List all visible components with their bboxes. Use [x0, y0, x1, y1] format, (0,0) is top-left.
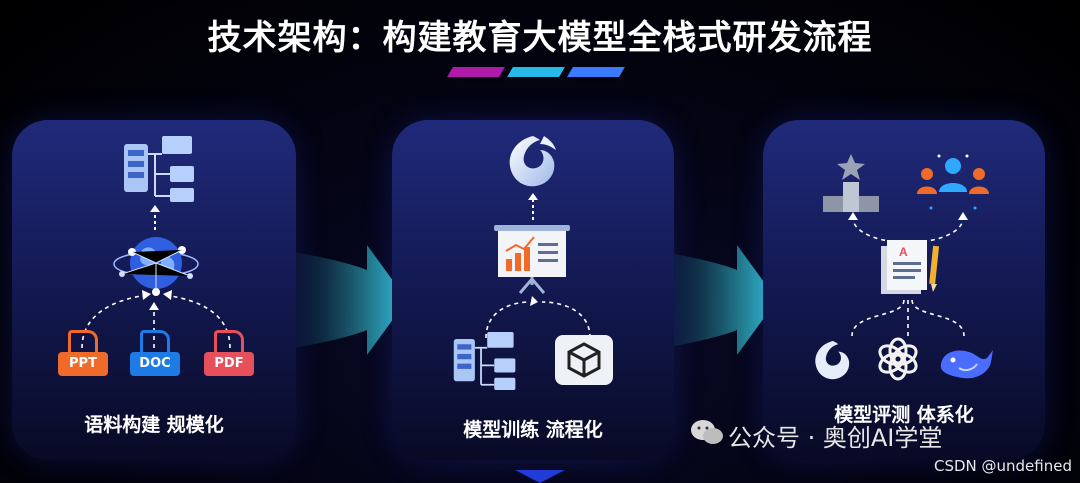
- slide-title: 技术架构：构建教育大模型全栈式研发流程: [207, 18, 873, 58]
- ppt-file-icon: PPT: [58, 330, 108, 382]
- title-accent-bar-blue: [567, 67, 625, 77]
- folder-tree-icon: [124, 136, 194, 202]
- presentation-chart-icon: [494, 225, 570, 294]
- documents-pencil-icon: A: [881, 240, 940, 294]
- whale-icon: [940, 350, 993, 379]
- dashed-arrow-up: [528, 193, 538, 220]
- csdn-credit: CSDN @undefined: [933, 457, 1072, 475]
- flow-arrow-1: [282, 245, 407, 355]
- flame-logo-icon: [815, 341, 850, 380]
- folder-tree-icon: [453, 331, 516, 391]
- wechat-icon: [691, 420, 723, 444]
- eval-connectors-up: [848, 212, 968, 243]
- podium-star-icon: [823, 154, 879, 212]
- pdf-file-icon: PDF: [204, 330, 254, 382]
- people-group-icon: [917, 154, 989, 210]
- card-label-training: 模型训练 流程化: [463, 419, 603, 441]
- doc-connectors: [81, 290, 231, 349]
- card-label-corpus: 语料构建 规模化: [84, 414, 224, 436]
- card-label-evaluation: 模型评测 体系化: [834, 404, 974, 426]
- flame-logo-icon: [509, 136, 556, 187]
- globe-network-icon: [113, 237, 199, 296]
- card-corpus: PPT DOC PDF 语料构建 规模化: [12, 120, 296, 460]
- bottom-arrow-hint: [515, 470, 565, 483]
- card-evaluation: A: [763, 120, 1045, 460]
- dashed-arrow-up: [150, 205, 160, 230]
- title-accent-bar-cyan: [507, 67, 565, 77]
- title-accent-bar-purple: [447, 67, 505, 77]
- watermark-text: 公众号 · 奥创AI学堂: [728, 424, 943, 452]
- svg-text:A: A: [899, 245, 908, 259]
- eval-connectors-down: [851, 299, 965, 337]
- cube-icon: [555, 335, 613, 385]
- card-training: 模型训练 流程化: [392, 120, 674, 460]
- training-connectors: [485, 296, 591, 339]
- openai-knot-icon: [878, 337, 918, 381]
- doc-file-icon: DOC: [130, 330, 180, 382]
- flow-arrow-2: [652, 245, 777, 355]
